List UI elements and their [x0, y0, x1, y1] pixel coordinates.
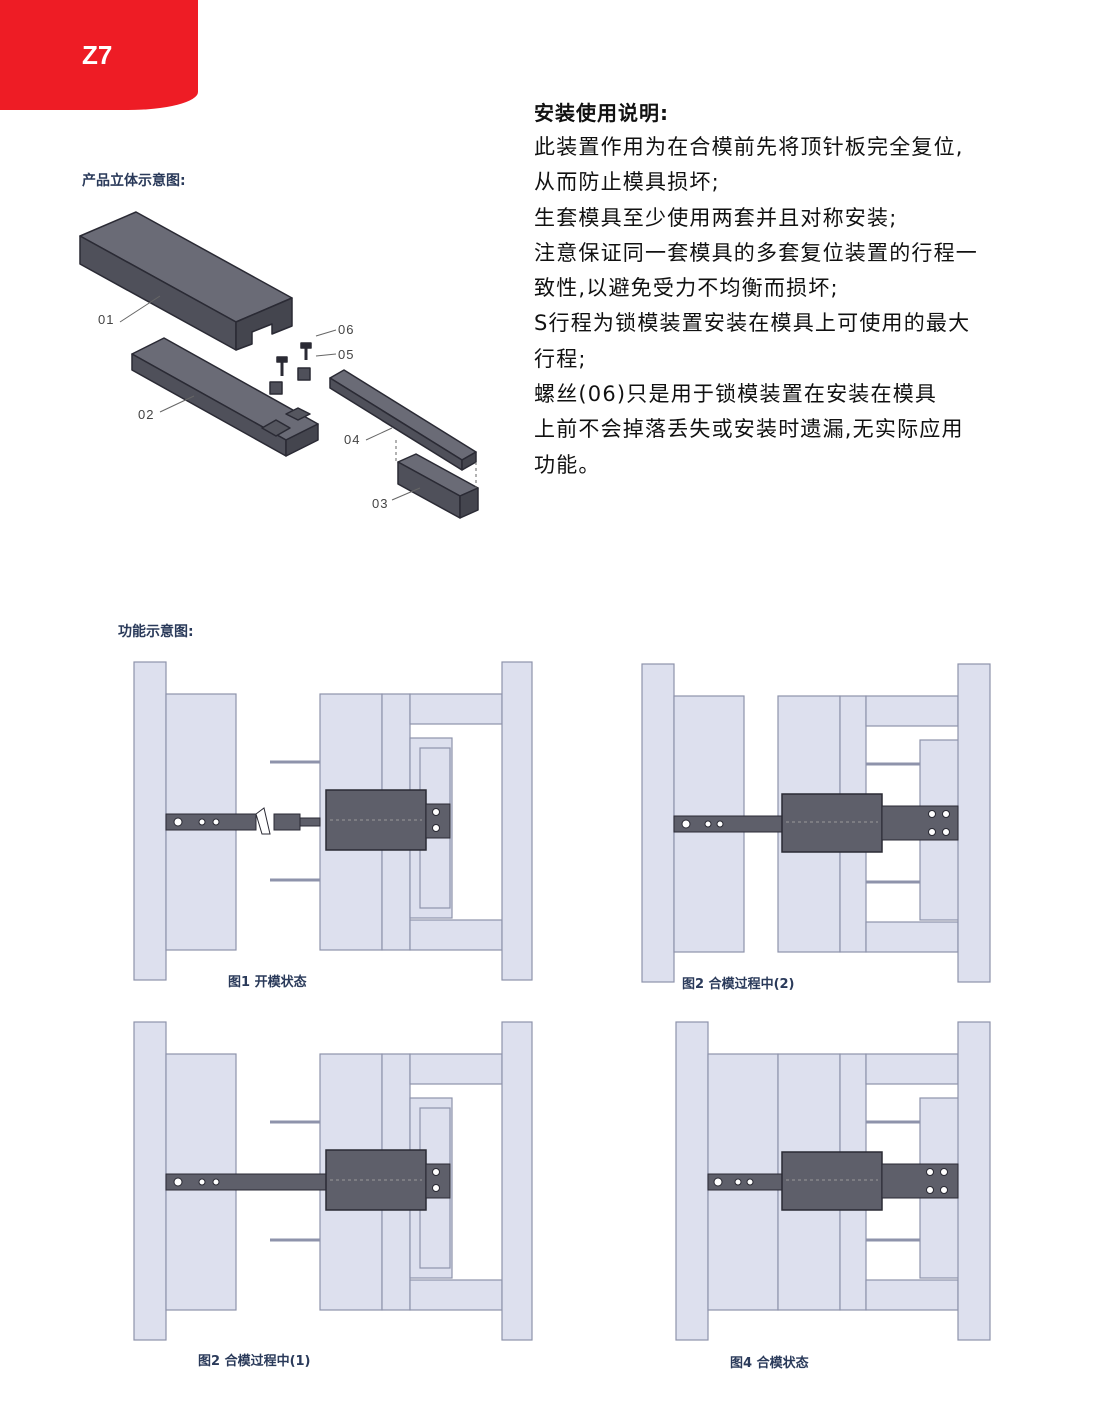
part-02-end	[285, 423, 319, 457]
part-01-end	[235, 297, 293, 351]
exploded-product-diagram	[79, 211, 479, 519]
part-03-end	[459, 487, 479, 519]
figure-1-mold-open	[133, 661, 533, 981]
part-label-01: 01	[98, 312, 115, 327]
instruction-line: 从而防止模具损坏;	[534, 170, 720, 195]
page-tab: Z7	[0, 0, 198, 110]
part-04-side	[329, 377, 463, 471]
instruction-line: S行程为锁模装置安装在模具上可使用的最大	[534, 311, 971, 336]
figure-1-caption: 图1 开模状态	[228, 975, 307, 990]
part-02-tab-a	[261, 419, 291, 437]
installation-instructions: 安装使用说明: 此装置作用为在合模前先将顶针板完全复位, 从而防止模具损坏; 生…	[534, 96, 1074, 483]
part-05-block-a	[269, 381, 283, 395]
instructions-title: 安装使用说明:	[534, 101, 669, 125]
instruction-line: 螺丝(06)只是用于锁模装置在安装在模具	[534, 382, 938, 407]
instruction-line: 生套模具至少使用两套并且对称安装;	[534, 205, 898, 230]
part-label-05: 05	[338, 347, 355, 362]
figure-4-mold-closed	[675, 1021, 991, 1341]
part-label-04: 04	[344, 432, 361, 447]
figure-2-stage-2-caption: 图2 合模过程中(2)	[682, 977, 795, 992]
function-diagram-caption: 功能示意图:	[118, 624, 194, 640]
figure-2-closing-stage-2	[641, 663, 991, 983]
figure-2-closing-stage-1	[133, 1021, 533, 1341]
figure-4-caption: 图4 合模状态	[730, 1356, 809, 1371]
part-02-top	[131, 337, 319, 441]
instruction-line: 注意保证同一套模具的多套复位装置的行程一	[534, 240, 978, 265]
part-label-02: 02	[138, 407, 155, 422]
instruction-line: 致性,以避免受力不均衡而损坏;	[534, 276, 839, 301]
instruction-line: 行程;	[534, 346, 587, 371]
instruction-line: 上前不会掉落丢失或安装时遗漏,无实际应用	[534, 417, 964, 442]
part-02-tab-b	[285, 407, 311, 421]
figure-2-stage-1-caption: 图2 合模过程中(1)	[198, 1354, 311, 1369]
part-05-block-b	[297, 367, 311, 381]
part-label-06: 06	[338, 322, 355, 337]
instruction-line: 功能。	[534, 452, 601, 477]
product-diagram-caption: 产品立体示意图:	[82, 173, 186, 189]
part-label-03: 03	[372, 496, 389, 511]
instruction-line: 此装置作用为在合模前先将顶针板完全复位,	[534, 135, 964, 159]
page-tag: Z7	[82, 40, 113, 70]
